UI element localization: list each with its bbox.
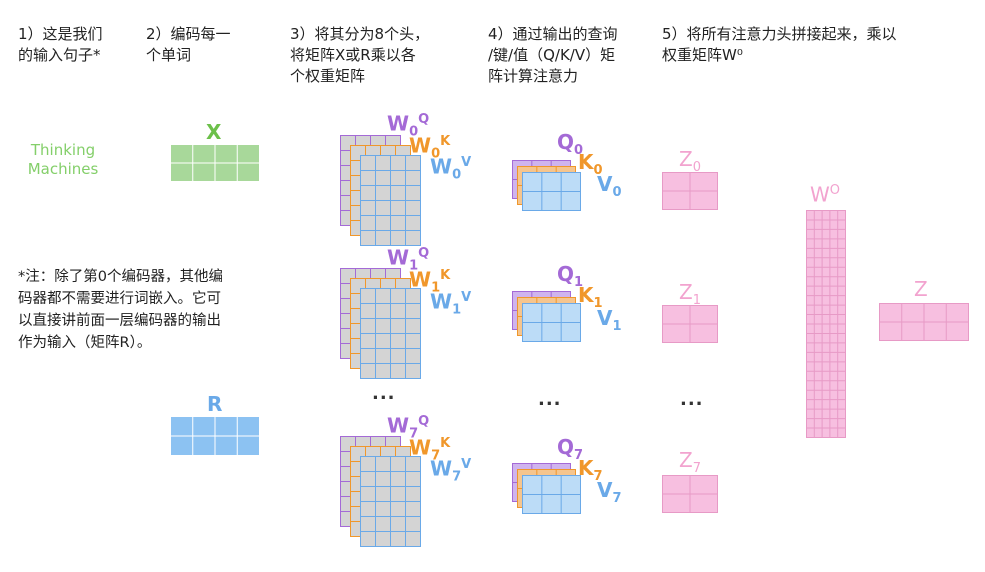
- q7-label: Q7: [557, 435, 584, 463]
- w7k-label: W7K: [409, 435, 451, 464]
- w1-stack: [340, 268, 421, 379]
- w0k-label: W0K: [409, 133, 451, 162]
- r-matrix: [170, 416, 260, 456]
- z1-label: Z1: [679, 280, 701, 308]
- step-2-text: 2）编码每一 个单词: [146, 25, 231, 64]
- w0q-label: W0Q: [387, 111, 430, 140]
- k0-label: K0: [578, 150, 603, 178]
- input-sentence: Thinking Machines: [27, 141, 99, 178]
- x-label: X: [206, 120, 222, 144]
- v1-label: V1: [597, 306, 622, 334]
- q1-label: Q1: [557, 262, 584, 290]
- w1k-label: W1K: [409, 267, 451, 296]
- z7-matrix: [662, 475, 718, 513]
- footnote: *注：除了第0个编码器，其他编 码器都不需要进行词嵌入。它可 以直接讲前面一层编…: [18, 269, 223, 351]
- qkv1-stack: [512, 291, 581, 342]
- k7-label: K7: [578, 456, 603, 484]
- w1v-label: W1V: [430, 289, 472, 318]
- qkv0-stack: [512, 160, 581, 211]
- z1-matrix: [662, 305, 718, 343]
- step-1-text: 1）这是我们 的输入句子*: [18, 25, 103, 64]
- k1-label: K1: [578, 283, 603, 311]
- z-final-label: Z: [914, 277, 928, 301]
- w7-stack: [340, 436, 421, 547]
- w1q-label: W1Q: [387, 245, 430, 274]
- ellipsis-weights: ...: [372, 383, 396, 404]
- r-label: R: [207, 392, 223, 416]
- z7-label: Z7: [679, 448, 701, 476]
- wo-matrix: [806, 210, 846, 438]
- z-final-matrix: [879, 303, 969, 341]
- wo-label: WO: [810, 182, 841, 207]
- v7-label: V7: [597, 478, 622, 506]
- w7v-label: W7V: [430, 456, 472, 485]
- w0v-label: W0V: [430, 154, 472, 183]
- qkv7-stack: [512, 463, 581, 514]
- x-matrix: [170, 144, 260, 182]
- step-5-text: 5）将所有注意力头拼接起来，乘以 权重矩阵W⁰: [662, 25, 897, 64]
- step-4-text: 4）通过输出的查询 /键/值（Q/K/V）矩 阵计算注意力: [488, 25, 618, 85]
- q0-label: Q0: [557, 130, 584, 158]
- step-3-text: 3）将其分为8个头， 将矩阵X或R乘以各 个权重矩阵: [290, 25, 430, 85]
- ellipsis-qkv: ...: [538, 389, 562, 410]
- v0-label: V0: [597, 172, 622, 200]
- ellipsis-z: ...: [680, 389, 704, 410]
- z0-matrix: [662, 172, 718, 210]
- z0-label: Z0: [679, 147, 701, 175]
- w7q-label: W7Q: [387, 413, 430, 442]
- w0-stack: [340, 135, 421, 246]
